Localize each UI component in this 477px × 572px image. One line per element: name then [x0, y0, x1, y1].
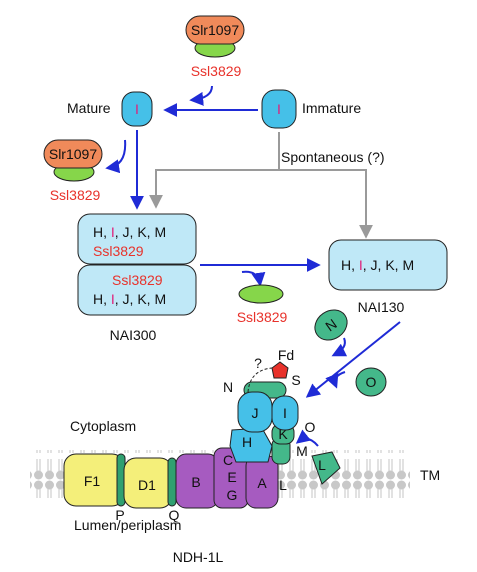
subunit-i-assembled-label: I: [283, 405, 287, 421]
subunit-a-label: A: [257, 475, 267, 491]
ndh1l-title: NDH-1L: [173, 549, 224, 565]
lumen-periplasm-label: Lumen/periplasm: [74, 517, 181, 533]
free-subunit-o: O: [355, 367, 387, 397]
subunit-q-label: Q: [169, 507, 180, 523]
top-to-mature-arrow: [189, 85, 213, 106]
ssl3829-release-arrow: [241, 270, 266, 287]
left-ssl3829-label: Ssl3829: [50, 187, 101, 203]
nai300-complex: H, I, J, K, M Ssl3829 Ssl3829 H, I, J, K…: [77, 213, 197, 343]
spontaneous-label: Spontaneous (?): [281, 149, 385, 165]
top-ssl3829-label: Ssl3829: [191, 63, 242, 79]
nai130-box: [328, 239, 448, 291]
free-l-label: L: [318, 457, 326, 473]
subunit-h-label: H: [242, 434, 252, 450]
immature-i-label: I: [277, 101, 281, 117]
subunit-c-label: C: [223, 452, 233, 468]
o-insert-arrow: [325, 371, 346, 389]
nai130-complex: H, I, J, K, M NAI130: [328, 239, 448, 315]
subunit-b-label: B: [191, 474, 200, 490]
subunit-k-label: K: [278, 426, 288, 442]
ndh1l-complex: F1 P D1 Q B C E G A L H M K S J I Fd ? N…: [63, 347, 316, 523]
subunit-g-label: G: [227, 487, 238, 503]
subunit-s-label: S: [291, 372, 300, 388]
top-slr1097-label: Slr1097: [191, 22, 239, 38]
mature-i-label: I: [135, 101, 139, 117]
mature-subunit-i: I: [121, 91, 153, 127]
subunit-j-label: J: [252, 405, 259, 421]
unknown-label: ?: [254, 355, 262, 371]
nai300-lower-subunits: H, I, J, K, M: [93, 291, 166, 307]
nai130-label: NAI130: [358, 299, 405, 315]
nai300-label: NAI300: [110, 327, 157, 343]
subunit-o-assembled-label: O: [305, 419, 316, 435]
subunit-e-label: E: [227, 469, 236, 485]
nai130-subunits: H, I, J, K, M: [341, 257, 414, 273]
tm-label: TM: [420, 467, 440, 483]
mature-label: Mature: [67, 100, 111, 116]
top-slr-ssl-complex: Slr1097 Ssl3829: [185, 15, 245, 79]
released-ssl3829-label: Ssl3829: [237, 309, 288, 325]
top-slr1097-shape: [185, 15, 245, 45]
left-slr1097-shape: [43, 139, 103, 169]
subunit-l-assembled-label: L: [279, 477, 287, 493]
free-subunit-l: L: [311, 451, 341, 485]
nai130-to-ndh1l-arrow: [305, 321, 401, 398]
left-slr1097-label: Slr1097: [49, 146, 97, 162]
nai300-upper-ssl3829: Ssl3829: [93, 243, 144, 259]
subunit-q: [167, 457, 177, 507]
nai300-upper-subunits: H, I, J, K, M: [93, 224, 166, 240]
nai300-lower-ssl3829: Ssl3829: [112, 272, 163, 288]
immature-label: Immature: [302, 100, 361, 116]
subunit-m-label: M: [296, 443, 308, 459]
left-slr-ssl-complex: Slr1097 Ssl3829: [43, 139, 103, 203]
mature-to-left-complex-arrow: [105, 139, 127, 174]
subunit-f1-label: F1: [84, 473, 101, 489]
n-insert-arrow: [331, 337, 348, 357]
subunit-p-label: P: [115, 507, 124, 523]
immature-subunit-i: I: [261, 89, 297, 129]
subunit-d1-label: D1: [138, 477, 156, 493]
subunit-n-assembled-label: N: [223, 379, 233, 395]
released-ssl3829-shape: [238, 284, 284, 304]
free-subunit-n: N: [314, 309, 348, 341]
free-o-label: O: [366, 374, 377, 390]
ferredoxin: [271, 361, 289, 379]
nai300-lower-box: [77, 264, 197, 316]
l-insert-arrow: [295, 429, 319, 447]
cytoplasm-label: Cytoplasm: [70, 418, 136, 434]
nai300-upper-box: [77, 213, 197, 265]
subunit-i-assembled: [271, 395, 299, 431]
fd-label: Fd: [278, 347, 294, 363]
